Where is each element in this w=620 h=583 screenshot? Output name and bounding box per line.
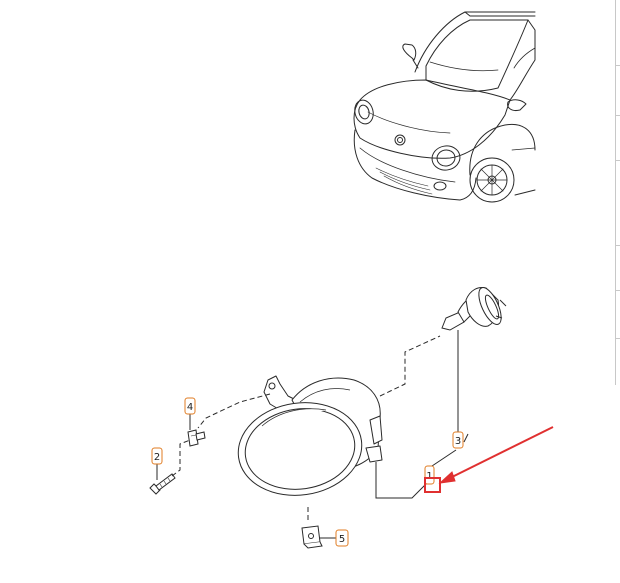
red-arrow-icon (438, 426, 554, 484)
svg-text:2: 2 (154, 452, 160, 463)
svg-text:4: 4 (187, 402, 193, 413)
callout-2: 2 (151, 447, 163, 465)
screw-icon (149, 473, 176, 495)
edge-tick (615, 290, 620, 291)
edge-tick (615, 338, 620, 339)
clip-icon (187, 429, 206, 447)
edge-tick (615, 245, 620, 246)
callout-3: 3 (452, 431, 464, 449)
leader-lines (156, 330, 469, 539)
nut-icon (301, 525, 323, 549)
svg-text:1: 1 (426, 471, 432, 482)
svg-text:5: 5 (339, 534, 345, 545)
car-icon (353, 11, 536, 203)
svg-text:3: 3 (455, 436, 461, 447)
page-edge-rule (615, 0, 616, 385)
callout-1: 1 (424, 465, 435, 485)
edge-tick (615, 115, 620, 116)
fog-lamp-icon (237, 375, 383, 496)
highlight-box-icon (424, 477, 441, 493)
assembly-lines (171, 335, 441, 520)
edge-tick (615, 65, 620, 66)
edge-tick (615, 160, 620, 161)
bulb-icon (441, 287, 507, 331)
callout-4: 4 (184, 397, 196, 415)
callout-5: 5 (335, 529, 349, 547)
